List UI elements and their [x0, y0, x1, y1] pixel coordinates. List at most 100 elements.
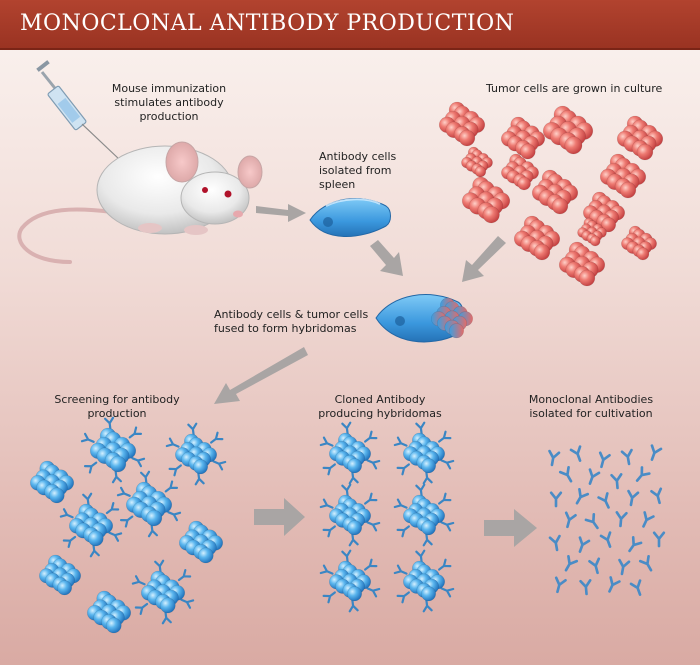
- tumor-cell: [513, 215, 561, 261]
- antibody-icon: [134, 602, 149, 615]
- antibody-cell-cluster: [328, 560, 371, 602]
- antibody-icon: [584, 513, 599, 530]
- antibody-icon: [629, 579, 642, 596]
- antibody-icon: [348, 470, 359, 485]
- antibody-icon: [187, 422, 198, 437]
- antibody-icon: [548, 449, 561, 467]
- antibody-cell-cluster: [402, 432, 445, 474]
- antibody-icon: [212, 460, 227, 471]
- antibody-icon: [105, 502, 120, 515]
- antibody-icon: [422, 470, 433, 485]
- antibody-icon: [165, 437, 180, 448]
- antibody-icon: [642, 511, 655, 528]
- tumor-cell: [542, 105, 594, 155]
- antibody-icon: [139, 470, 151, 485]
- antibody-cell-cluster: [402, 560, 445, 602]
- antibody-cell-cluster: [89, 427, 137, 473]
- antibody-icon: [422, 598, 433, 613]
- antibody-icon: [59, 508, 74, 519]
- label-tumor-culture: Tumor cells are grown in culture: [486, 82, 663, 95]
- antibody-icon: [341, 483, 352, 498]
- antibody-cell-cluster: [328, 432, 371, 474]
- tumor-cell: [461, 176, 511, 224]
- antibody-icon: [618, 558, 631, 576]
- antibody-icon: [575, 488, 590, 505]
- antibody-icon: [83, 461, 98, 474]
- antibody-icon: [422, 532, 433, 547]
- antibody-icon: [440, 587, 455, 598]
- arrow-tumor-to-fusion: [462, 236, 506, 282]
- antibody-icon: [393, 564, 408, 575]
- tumor-cell: [438, 101, 486, 147]
- mouse-icon: [17, 141, 263, 264]
- antibody-icon: [322, 591, 336, 604]
- cloned-hybridoma-cell: [319, 421, 381, 485]
- antibody-producing-cell: [80, 416, 146, 484]
- antibody-icon: [341, 549, 352, 564]
- antibody-icon: [588, 557, 601, 575]
- antibody-icon: [620, 448, 633, 466]
- antibody-icon: [341, 421, 352, 436]
- antibody-icon: [180, 598, 195, 609]
- antibody-icon: [164, 480, 179, 493]
- antibody-icon: [161, 610, 172, 625]
- antibody-icon: [322, 463, 336, 476]
- antibody-icon: [635, 466, 651, 482]
- tumor-cell: [577, 217, 607, 247]
- antibody-producing-cell: [116, 470, 182, 538]
- antibody-icon: [131, 575, 146, 586]
- antibody-icon: [650, 487, 663, 505]
- antibody-icon: [194, 471, 205, 486]
- label-isolated: Monoclonal Antibodies isolated for culti…: [528, 393, 654, 420]
- antibody-icon: [579, 579, 592, 596]
- antibody-cell-cluster: [125, 481, 173, 527]
- tumor-cell: [599, 153, 647, 199]
- antibody-cell-icon: [309, 198, 391, 237]
- antibody-icon: [393, 436, 408, 447]
- tumor-cell: [500, 116, 546, 160]
- cloned-hybridoma-cell: [393, 549, 455, 613]
- antibody-icon: [348, 532, 359, 547]
- antibody-icon: [364, 492, 378, 505]
- antibody-icon: [154, 559, 165, 574]
- tumor-cell: [501, 153, 539, 191]
- cloned-hybridoma-cell: [393, 483, 455, 547]
- antibody-icon: [103, 416, 115, 431]
- antibody-icon: [558, 466, 573, 483]
- title-bar: MONOCLONAL ANTIBODY PRODUCTION: [0, 0, 700, 50]
- cloned-hybridoma-cell: [319, 483, 381, 547]
- antibody-icon: [131, 457, 146, 468]
- arrow-mouse-to-spleen: [256, 204, 306, 222]
- non-producing-cell: [38, 554, 82, 596]
- antibody-icon: [366, 459, 381, 470]
- antibody-icon: [168, 464, 182, 477]
- antibody-icon: [319, 498, 334, 509]
- antibody-cell-cluster: [328, 494, 371, 536]
- antibody-icon: [628, 536, 643, 553]
- cloned-hybridoma-cell: [319, 549, 381, 613]
- antibody-icon: [588, 468, 601, 485]
- antibody-icon: [396, 525, 410, 538]
- hybridoma-cell-icon: [375, 294, 473, 343]
- antibody-icon: [440, 459, 455, 470]
- antibody-icon: [652, 531, 666, 548]
- antibody-icon: [364, 558, 378, 571]
- antibody-icon: [89, 543, 100, 558]
- tumor-cells: [438, 101, 664, 287]
- antibody-icon: [396, 591, 410, 604]
- antibody-icon: [128, 426, 143, 439]
- antibody-icon: [366, 521, 381, 532]
- screening-cells: [29, 416, 227, 634]
- antibody-icon: [608, 576, 621, 593]
- arrow-spleen-to-fusion: [370, 240, 403, 276]
- antibody-icon: [597, 492, 610, 509]
- antibody-icon: [578, 536, 591, 553]
- cloned-hybridoma-cells: [319, 421, 455, 613]
- antibody-icon: [615, 511, 628, 528]
- tumor-cell: [531, 169, 579, 215]
- antibody-icon: [210, 431, 224, 444]
- tumor-cell: [461, 146, 493, 178]
- antibody-icon: [82, 492, 93, 507]
- antibody-icon: [650, 444, 663, 461]
